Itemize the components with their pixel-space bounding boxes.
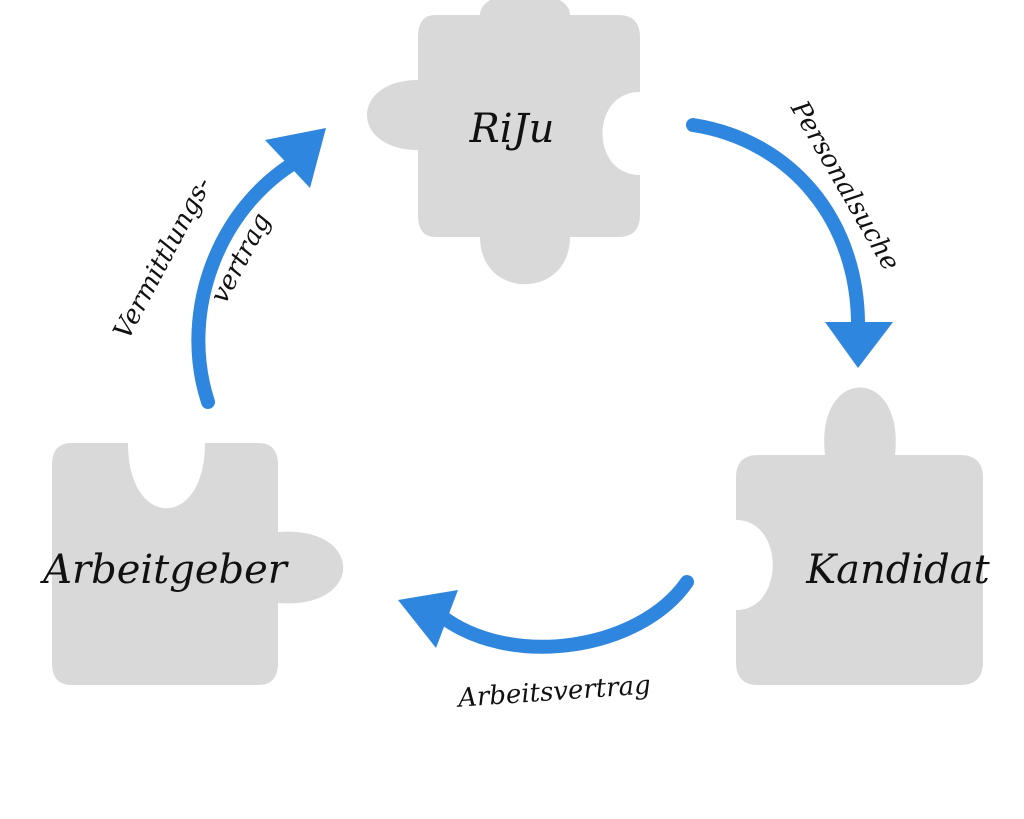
arrow-personalsuche: Personalsuche: [686, 95, 906, 368]
arrow-arbeitsvertrag: Arbeitsvertrag: [398, 575, 694, 714]
node-label-arbeitgeber: Arbeitgeber: [39, 547, 290, 593]
node-label-kandidat: Kandidat: [805, 547, 990, 593]
puzzle-piece-riju: RiJu: [367, 0, 640, 285]
edge-label-arbeitsvertrag: Arbeitsvertrag: [455, 670, 651, 714]
arrow-vermittlungsvertrag: Vermittlungs- vertrag: [108, 128, 326, 409]
puzzle-piece-kandidat: Kandidat: [736, 387, 991, 685]
puzzle-piece-arbeitgeber: Arbeitgeber: [39, 443, 344, 685]
node-label-riju: RiJu: [469, 106, 555, 152]
